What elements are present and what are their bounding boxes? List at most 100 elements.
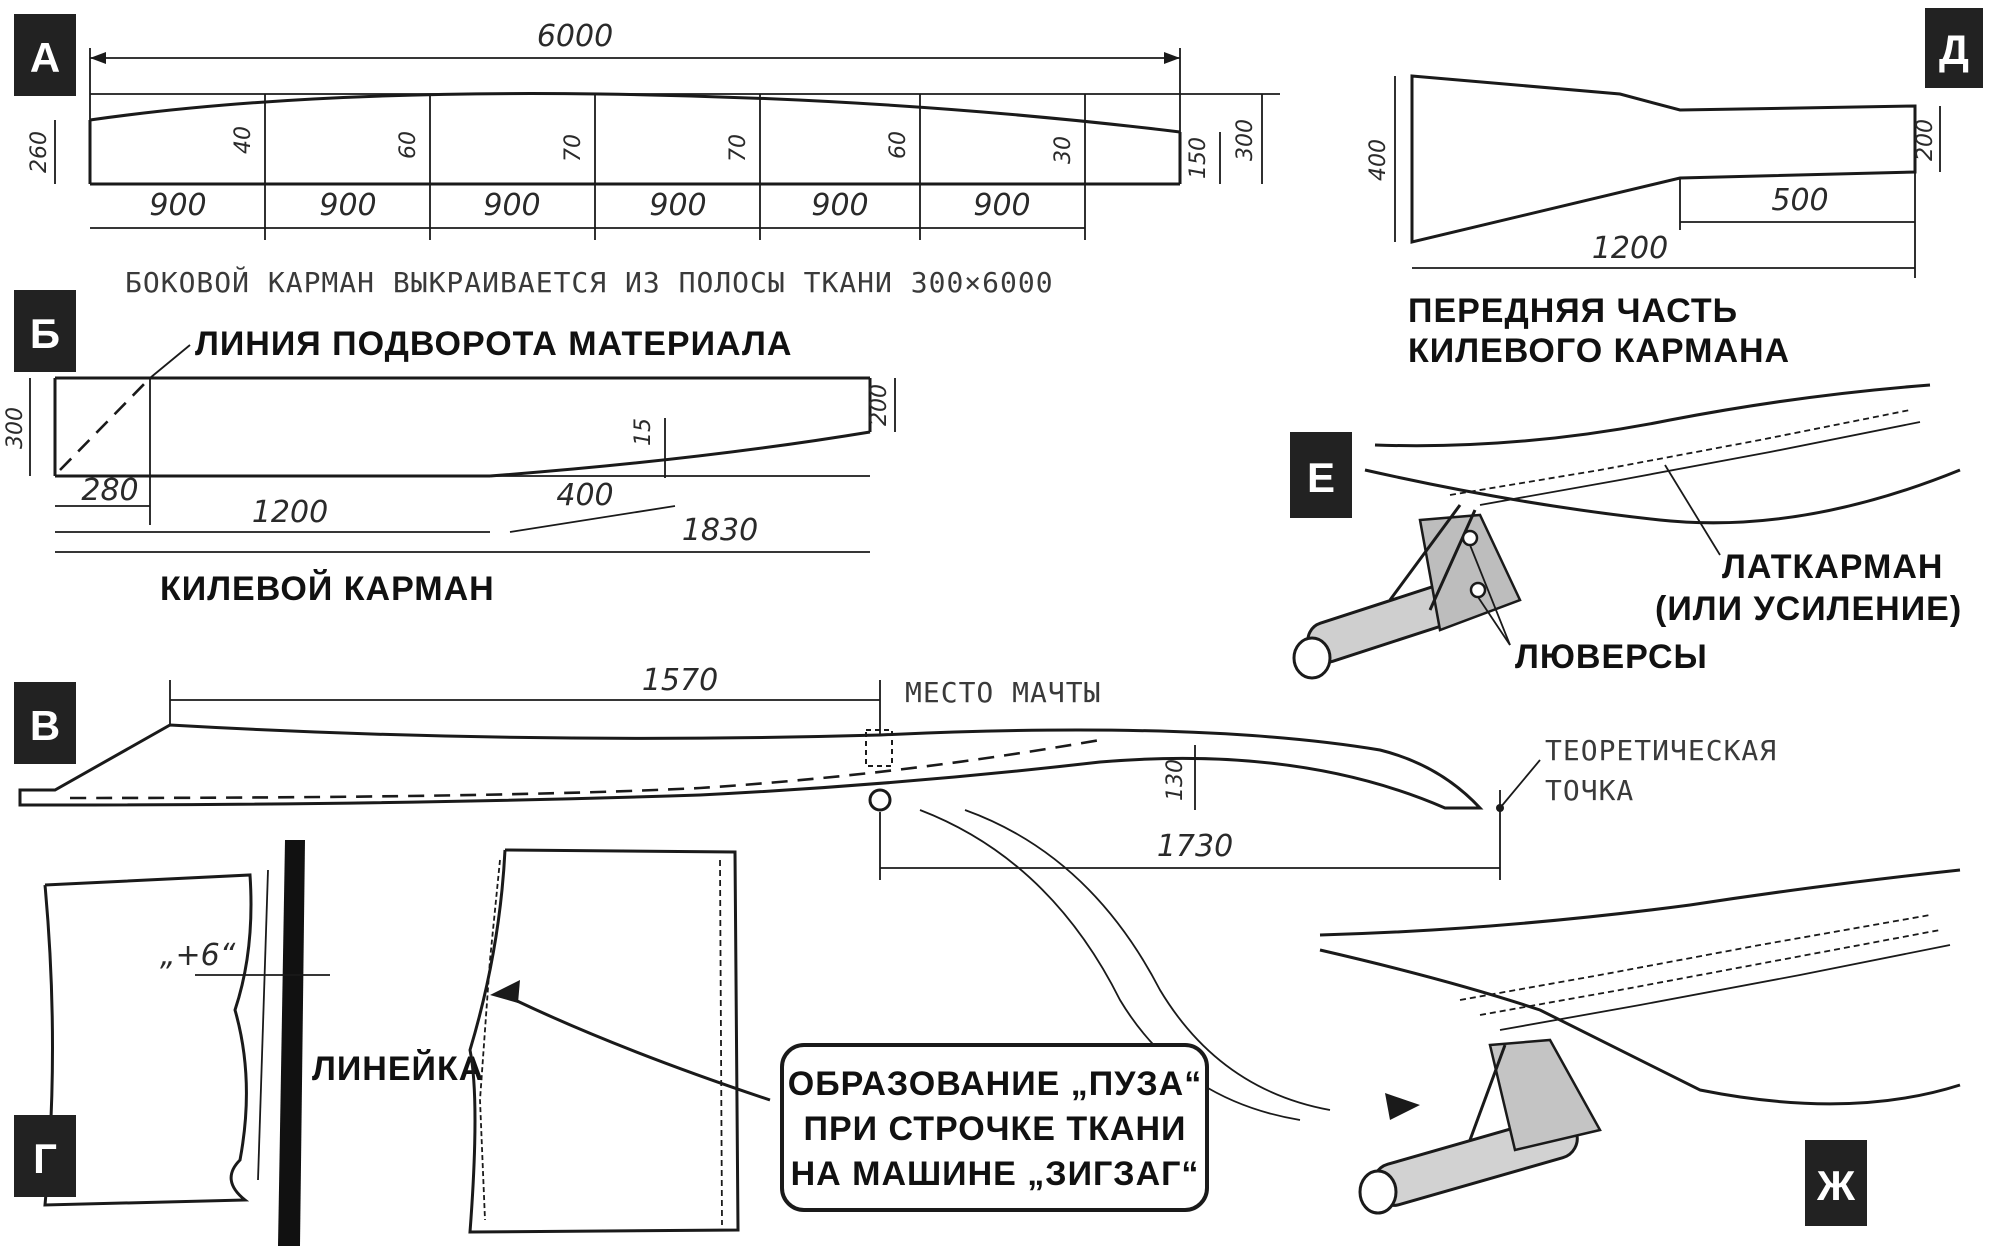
panel-e: Е ЛАТКАРМАН (ИЛИ УСИЛЕНИЕ) ЛЮВЕРСЫ: [1290, 383, 1962, 680]
connector-line: [964, 809, 1331, 1111]
theoretical-point-marker: [1496, 804, 1504, 812]
callout-line2: ПРИ СТРОЧКЕ ТКАНИ: [804, 1110, 1187, 1148]
latpocket-label-line2: (ИЛИ УСИЛЕНИЕ): [1655, 590, 1962, 628]
panel-a-caption: БОКОВОЙ КАРМАН ВЫКРАИВАЕТСЯ ИЗ ПОЛОСЫ ТК…: [125, 265, 1054, 299]
dim-1730: 1730: [1157, 829, 1233, 864]
dim-1200: 1200: [1592, 231, 1668, 266]
panel-e-letter: Е: [1307, 454, 1335, 501]
panel-d-caption-line1: ПЕРЕДНЯЯ ЧАСТЬ: [1408, 292, 1738, 330]
keel-pocket-taper-curve: [489, 430, 871, 478]
panel-d-label-box: [1925, 8, 1983, 88]
panel-g-letter: Г: [33, 1135, 57, 1182]
mast-pivot-icon: [868, 788, 892, 812]
ruler-bar: [278, 840, 305, 1246]
offset-60: 60: [886, 131, 911, 159]
segment-900: 900: [649, 188, 706, 223]
pocket-seam: [1459, 914, 1931, 1001]
offset-40: 40: [231, 126, 256, 154]
pocket-seam: [1479, 421, 1921, 506]
arrow-head: [1385, 1093, 1420, 1120]
zigzag-stitch-left: [479, 859, 501, 1221]
theoretical-point-line1: ТЕОРЕТИЧЕСКАЯ: [1545, 734, 1777, 767]
panel-zh-label-box: [1805, 1140, 1867, 1226]
pocket-top-curve: [89, 92, 1181, 134]
panel-b-caption: КИЛЕВОЙ КАРМАН: [160, 569, 495, 608]
panel-e-label-box: [1290, 432, 1352, 518]
pocket-seam: [1499, 944, 1951, 1031]
pocket-leader: [1664, 464, 1721, 556]
fold-diagonal: [59, 377, 151, 471]
panel-v-letter: В: [30, 702, 60, 749]
grommet-leader: [1477, 596, 1511, 646]
pocket-seam: [1479, 929, 1941, 1016]
segment-900: 900: [483, 188, 540, 223]
dim-1830: 1830: [682, 513, 758, 548]
ruler-label: ЛИНЕЙКА: [312, 1049, 484, 1088]
panel-d-letter: Д: [1939, 26, 1969, 73]
offset-60: 60: [396, 131, 421, 159]
segment-900: 900: [973, 188, 1030, 223]
dim-130: 130: [1163, 759, 1188, 801]
panel-a: А 6000 260 40 60 70 70 60: [14, 14, 1280, 299]
dim-150: 150: [1186, 137, 1211, 179]
dim-200: 200: [867, 384, 892, 426]
bracket: [1468, 1044, 1507, 1141]
fabric-panel-left: [43, 873, 253, 1207]
panel-b-letter: Б: [30, 310, 60, 357]
dim-300: 300: [3, 407, 28, 449]
sail-top-edge: [1319, 868, 1961, 937]
segment-900: 900: [149, 188, 206, 223]
callout-line3: НА МАШИНЕ „ЗИГЗАГ“: [791, 1155, 1200, 1193]
theoretical-point-leader: [1499, 759, 1541, 809]
bracket: [1428, 509, 1477, 611]
bracket: [1388, 504, 1462, 601]
sail-top-edge: [1374, 383, 1931, 448]
pocket-seam: [1449, 409, 1911, 496]
keel-front-outline: [1410, 74, 1917, 244]
latpocket-label-line1: ЛАТКАРМАН: [1722, 548, 1943, 586]
dim-260: 260: [27, 131, 52, 173]
grommets-label: ЛЮВЕРСЫ: [1515, 638, 1708, 676]
callout-box: [780, 1043, 1209, 1212]
dim-400: 400: [1366, 139, 1391, 181]
offset-70: 70: [561, 134, 586, 162]
offset-label: „+6“: [160, 938, 236, 973]
mast-place-label: МЕСТО МАЧТЫ: [905, 676, 1101, 709]
keel-dashed-line: [69, 738, 1101, 800]
batten-tube-end: [1292, 636, 1332, 680]
fold-line-label: ЛИНИЯ ПОДВОРОТА МАТЕРИАЛА: [195, 325, 792, 363]
ruler-offset-line: [257, 869, 269, 1181]
segment-900: 900: [319, 188, 376, 223]
sail-lower-edge: [1319, 948, 1961, 1106]
panel-zh: Ж: [1319, 868, 1961, 1226]
reinforcement-patch: [1488, 1038, 1602, 1152]
batten-tube-end: [1358, 1169, 1398, 1215]
dim-15: 15: [631, 418, 656, 446]
panel-v: В 1570 МЕСТО МАЧТЫ 130 1730 ТЕОРЕТИЧЕСКА…: [14, 663, 1777, 1121]
panel-zh-letter: Ж: [1816, 1162, 1856, 1209]
dim-6000: 6000: [537, 19, 613, 54]
grommet-leader: [1469, 544, 1511, 646]
dim-280: 280: [81, 473, 138, 508]
panel-a-label-box: [14, 14, 76, 96]
offset-70: 70: [726, 134, 751, 162]
dim-line-400: [509, 505, 676, 533]
dim-300: 300: [1233, 119, 1258, 161]
station-lines: [264, 94, 1086, 240]
panel-d-caption-line2: КИЛЕВОГО КАРМАНА: [1408, 332, 1790, 370]
dim-200: 200: [1913, 119, 1938, 161]
arrow-head: [490, 980, 520, 1003]
panel-d: Д 400 200 500 1200 ПЕРЕДНЯЯ ЧАСТЬ КИЛЕВО…: [1366, 8, 1983, 370]
callout-line1: ОБРАЗОВАНИЕ „ПУЗА“: [788, 1065, 1202, 1103]
offset-30: 30: [1051, 136, 1076, 164]
panel-b-label-box: [14, 290, 76, 372]
dim-400: 400: [556, 478, 613, 513]
callout-arrow: [514, 998, 771, 1102]
arrow-head: [1164, 52, 1180, 64]
panel-a-letter: А: [30, 34, 60, 81]
sail-lower-edge: [1364, 468, 1961, 525]
fabric-panel-right: [468, 848, 740, 1234]
fold-line-leader: [149, 344, 191, 379]
dim-1200: 1200: [252, 495, 328, 530]
panel-b: Б ЛИНИЯ ПОДВОРОТА МАТЕРИАЛА 300 200 15 2…: [3, 290, 896, 608]
